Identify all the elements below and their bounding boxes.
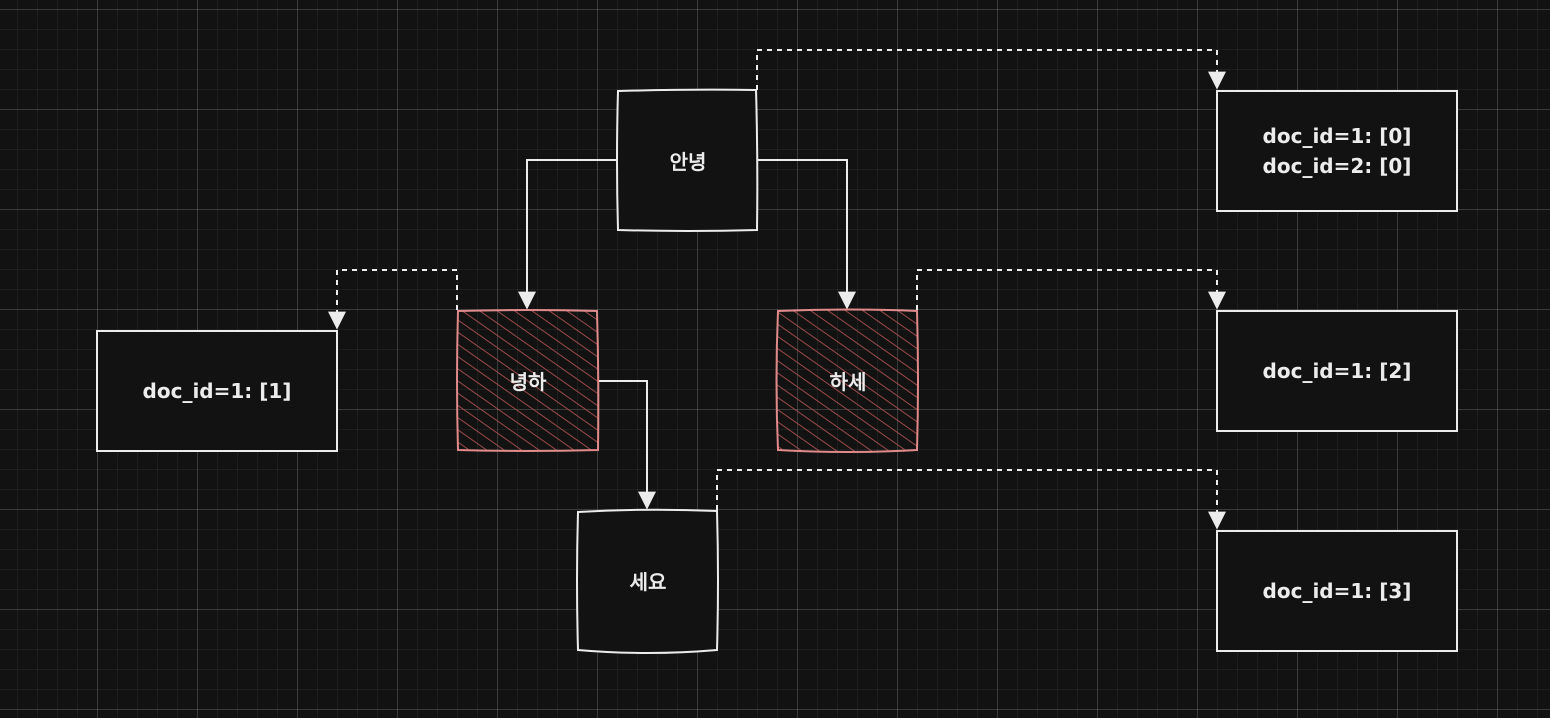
posting-edge-hase [916,269,1226,310]
posting-box-seyo[interactable] [1216,530,1458,652]
node-annyeong-box[interactable] [616,88,759,232]
posting-box-nyeongha[interactable] [96,330,338,452]
posting-edge-seyo [716,469,1226,530]
node-hase-box[interactable] [775,308,919,453]
posting-box-hase[interactable] [1216,310,1458,432]
edge-nyeongha-to-seyo [598,380,656,510]
edge-annyeong-to-hase [758,159,856,310]
posting-edge-nyeongha [328,269,458,330]
node-nyeongha-box[interactable] [456,309,600,452]
posting-box-annyeong[interactable] [1216,90,1458,212]
edge-annyeong-to-nyeongha [518,159,618,310]
node-seyo-box[interactable] [576,508,719,654]
posting-edge-annyeong [756,49,1226,90]
